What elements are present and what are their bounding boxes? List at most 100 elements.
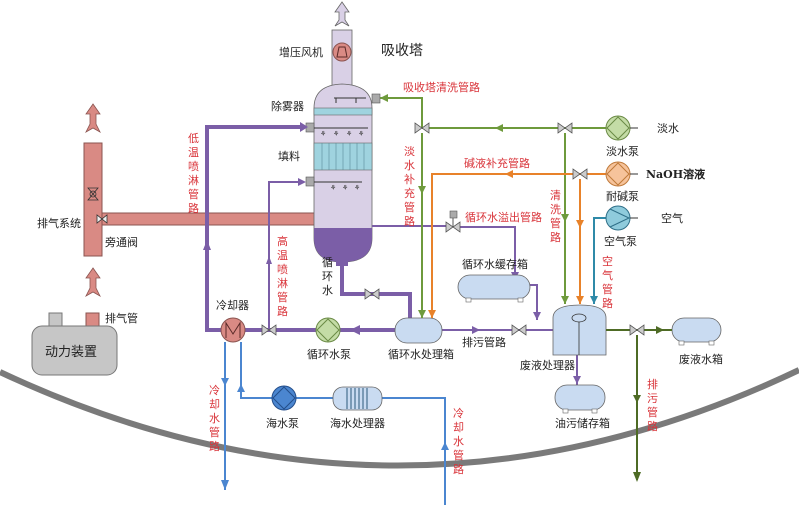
- svg-text:⚘: ⚘: [333, 130, 339, 138]
- low-temp-spray-pipe-label: 低 温 喷 淋 管 路: [188, 132, 199, 215]
- recirc-pump-label: 循环水泵: [307, 348, 351, 361]
- air-pump-label: 空气泵: [604, 234, 637, 248]
- svg-text:淋: 淋: [188, 174, 199, 187]
- seawater-processor-icon: [332, 386, 383, 411]
- svg-text:路: 路: [647, 420, 658, 433]
- drain-valve-icon: [629, 324, 645, 336]
- svg-text:管: 管: [602, 282, 613, 296]
- fresh-water-piping: [380, 94, 606, 318]
- exhaust-up-arrow-icon: [85, 103, 101, 134]
- svg-text:路: 路: [404, 215, 415, 228]
- svg-text:路: 路: [550, 231, 561, 244]
- seawater-pump-icon: [271, 385, 297, 411]
- recirc-tank-label: 循环水处理箱: [388, 347, 454, 361]
- exhaust-in-arrow-icon: [85, 267, 101, 298]
- waste-processor: [552, 304, 607, 356]
- wash-pipe-label: 清 洗 管 路: [550, 189, 561, 244]
- svg-text:路: 路: [209, 440, 220, 453]
- oil-tank-label: 油污储存箱: [555, 416, 610, 430]
- svg-text:管: 管: [550, 216, 561, 230]
- svg-text:却: 却: [453, 421, 464, 434]
- drain-pipe-label: 排污管路: [462, 335, 506, 349]
- svg-text:气: 气: [602, 268, 613, 282]
- absorber-title: 吸收塔: [381, 43, 423, 59]
- seawater-processor-label: 海水处理器: [330, 416, 385, 430]
- svg-text:环: 环: [322, 270, 333, 283]
- buffer-tank-label: 循环水缓存箱: [462, 257, 528, 271]
- fresh-supply-pipe-label: 淡 水 补 充 管 路: [404, 145, 415, 228]
- drain-vertical-pipe-label: 排 污 管 路: [647, 377, 658, 433]
- hull-line: [0, 367, 799, 469]
- svg-text:管: 管: [453, 448, 464, 462]
- svg-text:空: 空: [602, 254, 613, 268]
- absorber-tower: ⚘⚘⚘⚘ ⚘⚘⚘: [305, 1, 381, 266]
- recirc-valve-icon: [364, 288, 380, 300]
- cooling-water-left-pipe-label: 冷 却 水 管 路: [209, 384, 220, 453]
- svg-text:循: 循: [322, 256, 333, 269]
- svg-text:低: 低: [188, 132, 199, 145]
- alkali-pump-icon: [605, 161, 638, 187]
- booster-fan-icon: [332, 42, 352, 62]
- butterfly-valve-icon: [87, 187, 99, 201]
- stack-up-arrow-icon: [334, 1, 350, 27]
- svg-text:温: 温: [277, 249, 288, 262]
- alkali-valve-icon: [572, 168, 588, 180]
- svg-text:⚘: ⚘: [330, 184, 336, 192]
- air-pump-icon: [605, 205, 638, 231]
- svg-text:⚘: ⚘: [342, 184, 348, 192]
- svg-text:⚘: ⚘: [320, 130, 326, 138]
- svg-text:水: 水: [404, 159, 415, 172]
- svg-text:淡: 淡: [404, 145, 415, 158]
- overflow-valve-icon: [445, 210, 461, 233]
- packing-label: 填料: [278, 149, 300, 163]
- overflow-pipe-label: 循环水溢出管路: [465, 210, 542, 224]
- waste-processor-label: 废液处理器: [520, 358, 575, 372]
- svg-text:路: 路: [453, 463, 464, 476]
- svg-text:冷: 冷: [209, 384, 220, 397]
- air-pipe-label: 空 气 管 路: [602, 254, 613, 310]
- svg-text:水: 水: [322, 284, 333, 297]
- svg-text:却: 却: [209, 398, 220, 411]
- svg-text:喷: 喷: [277, 263, 288, 276]
- air-label: 空气: [661, 211, 683, 225]
- svg-text:管: 管: [647, 405, 658, 419]
- svg-text:清: 清: [550, 189, 561, 202]
- cooler-label: 冷却器: [216, 299, 249, 312]
- high-temp-spray-pipe-label: 高 温 喷 淋 管 路: [277, 234, 288, 318]
- alkali-pump-label: 耐碱泵: [606, 190, 639, 203]
- svg-text:管: 管: [404, 200, 415, 214]
- svg-text:⚘: ⚘: [358, 130, 364, 138]
- drain-piping: [606, 326, 672, 482]
- svg-text:洗: 洗: [550, 203, 561, 216]
- svg-text:温: 温: [188, 146, 199, 159]
- svg-text:路: 路: [277, 305, 288, 318]
- tower-wash-pipe-label: 吸收塔清洗管路: [403, 80, 480, 94]
- svg-text:高: 高: [277, 234, 288, 248]
- power-unit-label: 动力装置: [45, 345, 97, 360]
- air-piping: [590, 217, 606, 304]
- buffer-tank: [457, 274, 531, 303]
- cooler-icon: [220, 317, 246, 343]
- svg-text:路: 路: [188, 202, 199, 215]
- svg-text:排: 排: [647, 377, 658, 391]
- alkali-supply-pipe-label: 碱液补充管路: [464, 156, 530, 170]
- svg-text:补: 补: [404, 173, 415, 186]
- waste-tank: [671, 317, 722, 346]
- fresh-valve-1-icon: [414, 122, 430, 134]
- svg-text:喷: 喷: [188, 160, 199, 173]
- recirc-tank: [394, 317, 443, 344]
- svg-text:水: 水: [209, 412, 220, 425]
- svg-text:淋: 淋: [277, 277, 288, 290]
- fresh-water-label: 淡水: [657, 122, 679, 135]
- power-unit: [31, 312, 118, 376]
- waste-tank-label: 废液水箱: [679, 352, 723, 366]
- fresh-valve-2-icon: [557, 122, 573, 134]
- booster-fan-label: 增压风机: [279, 45, 323, 59]
- alkali-piping: [428, 170, 606, 318]
- demister-label: 除雾器: [271, 99, 304, 113]
- recirc-water-label: 循 环 水: [322, 256, 333, 297]
- svg-text:管: 管: [188, 187, 199, 201]
- recirc-pump-icon: [315, 317, 341, 343]
- bypass-valve-icon: [96, 214, 108, 224]
- drain-junction-valve-icon: [511, 324, 527, 336]
